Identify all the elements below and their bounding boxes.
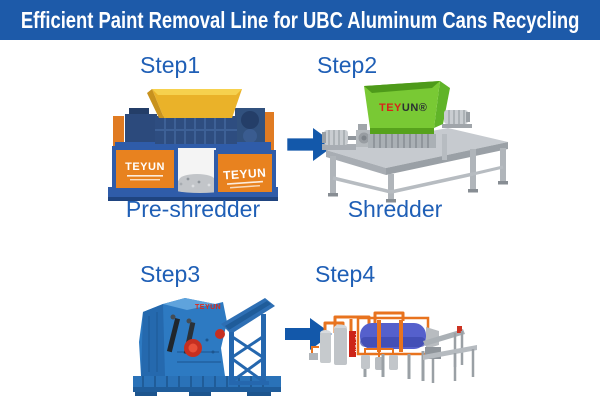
hydraulic-cylinder bbox=[166, 318, 181, 353]
machine1-caption: Pre-shredder bbox=[125, 196, 261, 222]
brand-panel-right bbox=[218, 154, 272, 192]
brand-text: TEYUN bbox=[195, 304, 221, 311]
brand-text: TEYUN® bbox=[379, 102, 427, 114]
shredder-image: TEYUN® bbox=[322, 81, 508, 203]
brand-text: TEYUN bbox=[353, 333, 359, 353]
step3-label: Step3 bbox=[140, 261, 201, 287]
machine-base bbox=[133, 376, 281, 389]
paint-removal-kiln-image: TEYUN bbox=[309, 311, 477, 383]
feed-hopper bbox=[152, 89, 242, 118]
step4-label: Step4 bbox=[315, 261, 376, 287]
feed-hopper bbox=[364, 81, 440, 128]
header-banner: Efficient Paint Removal Line for UBC Alu… bbox=[0, 0, 600, 40]
drive-motor-right bbox=[444, 110, 468, 124]
cooling-tower bbox=[320, 333, 331, 363]
page-title: Efficient Paint Removal Line for UBC Alu… bbox=[20, 6, 580, 33]
drive-motor-left bbox=[324, 130, 348, 145]
step2-label: Step2 bbox=[317, 52, 378, 78]
brand-text: TEYUN bbox=[223, 166, 267, 183]
brand-panel-left bbox=[116, 150, 174, 188]
pre-shredder-image: TEYUN TEYUN bbox=[108, 89, 278, 201]
step1-label: Step1 bbox=[140, 52, 201, 78]
motor-box bbox=[125, 114, 157, 146]
pipework bbox=[323, 311, 405, 337]
brand-sign bbox=[349, 331, 356, 357]
brand-text: TEYUN bbox=[125, 161, 165, 173]
metal-crusher-image: TEYUN bbox=[133, 298, 281, 396]
machine2-caption: Shredder bbox=[347, 196, 443, 222]
